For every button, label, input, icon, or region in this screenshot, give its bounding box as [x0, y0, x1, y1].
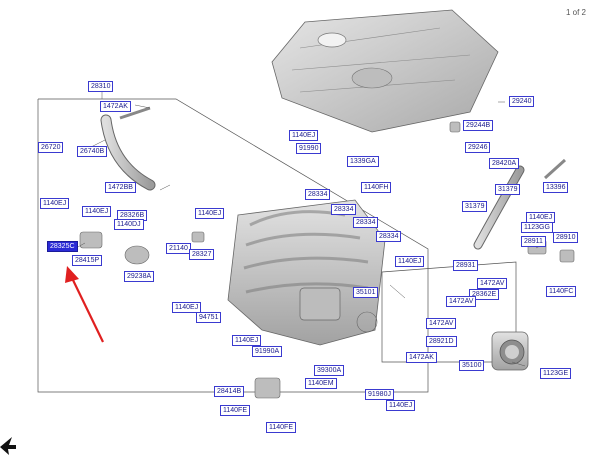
callout-1140ej[interactable]: 1140EJ: [289, 130, 319, 141]
callout-1472av[interactable]: 1472AV: [426, 318, 457, 329]
callout-1140dj[interactable]: 1140DJ: [114, 219, 144, 230]
throttle-body: [491, 331, 529, 371]
callout-28931[interactable]: 28931: [453, 260, 479, 271]
callout-31379[interactable]: 31379: [462, 201, 488, 212]
pointer-arrow: [65, 266, 104, 343]
callout-29238a[interactable]: 29238A: [124, 271, 155, 282]
callout-1472bb[interactable]: 1472BB: [105, 182, 136, 193]
callout-1140ej[interactable]: 1140EJ: [195, 208, 225, 219]
callout-28415p[interactable]: 28415P: [72, 255, 103, 266]
small-parts: [79, 121, 575, 399]
callout-28420a[interactable]: 28420A: [489, 158, 520, 169]
callout-1140fe[interactable]: 1140FE: [220, 405, 250, 416]
callout-1339ga[interactable]: 1339GA: [347, 156, 379, 167]
callout-1140fc[interactable]: 1140FC: [546, 286, 577, 297]
callout-28325c-selected[interactable]: 28325C: [47, 241, 78, 252]
callout-1140fh[interactable]: 1140FH: [361, 182, 392, 193]
callout-39300a[interactable]: 39300A: [314, 365, 345, 376]
callout-28910[interactable]: 28910: [553, 232, 579, 243]
callout-1123gg[interactable]: 1123GG: [521, 222, 553, 233]
callout-1140em[interactable]: 1140EM: [305, 378, 337, 389]
callout-26740b[interactable]: 26740B: [77, 146, 108, 157]
breather-hose: [100, 106, 156, 191]
pcv-hose: [473, 158, 567, 250]
callout-91980j[interactable]: 91980J: [365, 389, 394, 400]
page-indicator: 1 of 2: [565, 8, 586, 17]
callout-1123ge[interactable]: 1123GE: [540, 368, 572, 379]
callout-1140fe[interactable]: 1140FE: [266, 422, 296, 433]
intake-manifold: [227, 199, 386, 346]
callout-1140ej[interactable]: 1140EJ: [386, 400, 416, 411]
callout-1472av[interactable]: 1472AV: [446, 296, 477, 307]
leader-lines: [75, 90, 545, 367]
callout-26720[interactable]: 26720: [38, 142, 64, 153]
callout-1472ak[interactable]: 1472AK: [406, 352, 437, 363]
callout-28414b[interactable]: 28414B: [214, 386, 245, 397]
callout-28334[interactable]: 28334: [305, 189, 331, 200]
callout-28362e[interactable]: 28362E: [469, 289, 500, 300]
engine-cover: [271, 9, 499, 133]
callout-29240[interactable]: 29240: [509, 96, 535, 107]
front-direction-icon: [0, 437, 16, 455]
callout-31379[interactable]: 31379: [495, 184, 521, 195]
callout-28334[interactable]: 28334: [353, 217, 379, 228]
callout-35100[interactable]: 35100: [459, 360, 485, 371]
callout-94751[interactable]: 94751: [196, 312, 222, 323]
callout-28334[interactable]: 28334: [331, 204, 357, 215]
callout-35101[interactable]: 35101: [353, 287, 379, 298]
callout-1140ej[interactable]: 1140EJ: [232, 335, 262, 346]
callout-28911[interactable]: 28911: [521, 236, 546, 247]
callout-1140ej[interactable]: 1140EJ: [40, 198, 70, 209]
callout-91990[interactable]: 91990: [296, 143, 322, 154]
callout-1140ej[interactable]: 1140EJ: [395, 256, 425, 267]
callout-1140ej[interactable]: 1140EJ: [82, 206, 112, 217]
callout-28334[interactable]: 28334: [376, 231, 402, 242]
callout-21140[interactable]: 21140: [166, 243, 191, 254]
callout-1472av[interactable]: 1472AV: [477, 278, 508, 289]
callout-91990a[interactable]: 91990A: [252, 346, 283, 357]
callout-1472ak[interactable]: 1472AK: [100, 101, 131, 112]
callout-1140ej[interactable]: 1140EJ: [172, 302, 202, 313]
callout-28310[interactable]: 28310: [88, 81, 114, 92]
callout-28327[interactable]: 28327: [189, 249, 215, 260]
callout-28921d[interactable]: 28921D: [426, 336, 457, 347]
callout-29246[interactable]: 29246: [465, 142, 491, 153]
callout-29244b[interactable]: 29244B: [463, 120, 494, 131]
callout-13396[interactable]: 13396: [543, 182, 569, 193]
